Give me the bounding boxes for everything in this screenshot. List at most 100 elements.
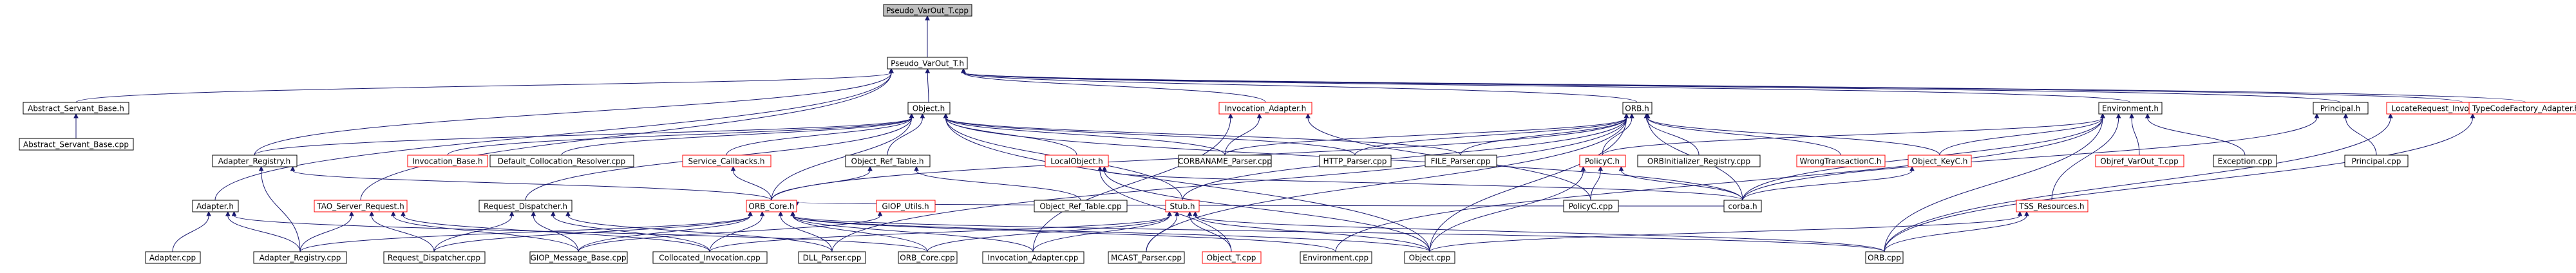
node-pseudo-varout-t-h[interactable]: Pseudo_VarOut_T.h bbox=[887, 57, 968, 70]
edge-service-callbacks-h-to-object-h bbox=[726, 113, 914, 156]
node-tss-resources-h[interactable]: TSS_Resources.h bbox=[2016, 200, 2088, 212]
node-label: ORBInitializer_Registry.cpp bbox=[1647, 157, 1750, 166]
node-label: Environment.cpp bbox=[1303, 254, 1368, 263]
node-box bbox=[1404, 251, 1455, 264]
edge-orb-cpp-to-environment-h bbox=[1884, 113, 2105, 252]
node-orbinitializer-registry-cpp[interactable]: ORBInitializer_Registry.cpp bbox=[1637, 155, 1761, 167]
node-label: Invocation_Base.h bbox=[412, 157, 482, 166]
node-invocation-adapter-h[interactable]: Invocation_Adapter.h bbox=[1218, 102, 1312, 115]
node-localobject-h[interactable]: LocalObject.h bbox=[1045, 155, 1109, 167]
node-label: CORBANAME_Parser.cpp bbox=[1178, 157, 1272, 166]
node-box bbox=[1034, 200, 1128, 212]
node-default-collocation-resolver-cpp[interactable]: Default_Collocation_Resolver.cpp bbox=[489, 155, 634, 167]
node-service-callbacks-h[interactable]: Service_Callbacks.h bbox=[682, 155, 772, 167]
node-principal-cpp[interactable]: Principal.cpp bbox=[2344, 155, 2409, 167]
node-label: GIOP_Message_Base.cpp bbox=[531, 254, 627, 263]
node-orb-cpp[interactable]: ORB.cpp bbox=[1865, 251, 1904, 264]
node-box bbox=[1045, 155, 1109, 167]
node-box bbox=[652, 251, 768, 264]
node-box bbox=[212, 155, 298, 167]
node-orb-h[interactable]: ORB.h bbox=[1622, 102, 1653, 115]
edge-giop-message-base-cpp-to-orb-core-h bbox=[578, 211, 753, 252]
node-pseudo-varout-t-cpp[interactable]: Pseudo_VarOut_T.cpp bbox=[883, 4, 972, 17]
edge-giop-message-base-cpp-to-giop-utils-h bbox=[578, 211, 883, 252]
node-giop-message-base-cpp[interactable]: GIOP_Message_Base.cpp bbox=[529, 251, 628, 264]
node-label: Object_Ref_Table.h bbox=[851, 157, 924, 166]
node-abstract-servant-base-h[interactable]: Abstract_Servant_Base.h bbox=[23, 102, 129, 115]
node-label: Adapter_Registry.h bbox=[218, 157, 290, 166]
edge-dll-parser-cpp-to-request-dispatcher-h bbox=[565, 211, 833, 252]
node-policyc-h[interactable]: PolicyC.h bbox=[1579, 155, 1626, 167]
node-corba-h[interactable]: corba.h bbox=[1723, 200, 1762, 212]
node-object-keyc-h[interactable]: Object_KeyC.h bbox=[1908, 155, 1972, 167]
node-box bbox=[907, 102, 951, 115]
node-label: Adapter.cpp bbox=[149, 254, 196, 263]
node-principal-h[interactable]: Principal.h bbox=[2313, 102, 2369, 115]
node-box bbox=[1218, 102, 1312, 115]
edge-orb-core-h-to-object-ref-table-h bbox=[771, 165, 873, 201]
node-invocation-adapter-cpp[interactable]: Invocation_Adapter.cpp bbox=[982, 251, 1084, 264]
node-box bbox=[1319, 155, 1392, 167]
node-object-h[interactable]: Object.h bbox=[907, 102, 951, 115]
node-adapter-h[interactable]: Adapter.h bbox=[192, 200, 239, 212]
node-environment-h[interactable]: Environment.h bbox=[2098, 102, 2163, 115]
node-mcast-parser-cpp[interactable]: MCAST_Parser.cpp bbox=[1108, 251, 1185, 264]
node-label: Service_Callbacks.h bbox=[688, 157, 765, 166]
edge-corbaname-parser-cpp-to-orb-h bbox=[1224, 113, 1629, 156]
edge-layer bbox=[73, 15, 2526, 252]
edge-dll-parser-cpp-to-orb-h bbox=[831, 113, 1629, 252]
node-box bbox=[529, 251, 628, 264]
node-label: Object.cpp bbox=[1409, 254, 1451, 263]
node-layer: Pseudo_VarOut_T.cppPseudo_VarOut_T.hAbst… bbox=[19, 4, 2576, 264]
node-object-ref-table-cpp[interactable]: Object_Ref_Table.cpp bbox=[1034, 200, 1128, 212]
node-wrongtransactionc-h[interactable]: WrongTransactionC.h bbox=[1796, 155, 1886, 167]
node-exception-cpp[interactable]: Exception.cpp bbox=[2213, 155, 2277, 167]
node-box bbox=[1300, 251, 1372, 264]
node-label: PolicyC.h bbox=[1585, 157, 1620, 166]
node-giop-utils-h[interactable]: GIOP_Utils.h bbox=[876, 200, 936, 212]
node-box bbox=[19, 138, 134, 151]
node-dll-parser-cpp[interactable]: DLL_Parser.cpp bbox=[798, 251, 866, 264]
node-box bbox=[1165, 200, 1200, 212]
node-adapter-cpp[interactable]: Adapter.cpp bbox=[145, 251, 201, 264]
node-label: Abstract_Servant_Base.cpp bbox=[23, 140, 129, 149]
edge-policyc-h-to-orb-h bbox=[1602, 113, 1634, 156]
node-objref-varout-t-cpp[interactable]: Objref_VarOut_T.cpp bbox=[2095, 155, 2184, 167]
edge-environment-h-to-pseudo-varout-t-h bbox=[961, 68, 2131, 103]
node-invocation-base-h[interactable]: Invocation_Base.h bbox=[407, 155, 488, 167]
node-file-parser-cpp[interactable]: FILE_Parser.cpp bbox=[1425, 155, 1497, 167]
node-label: Object_T.cpp bbox=[1207, 254, 1256, 263]
node-label: Exception.cpp bbox=[2218, 157, 2273, 166]
edge-request-dispatcher-cpp-to-tao-server-request-h bbox=[369, 211, 435, 252]
node-abstract-servant-base-cpp[interactable]: Abstract_Servant_Base.cpp bbox=[19, 138, 134, 151]
node-adapter-registry-h[interactable]: Adapter_Registry.h bbox=[212, 155, 298, 167]
node-corbaname-parser-cpp[interactable]: CORBANAME_Parser.cpp bbox=[1178, 155, 1272, 167]
node-object-t-cpp[interactable]: Object_T.cpp bbox=[1202, 251, 1262, 264]
node-collocated-invocation-cpp[interactable]: Collocated_Invocation.cpp bbox=[652, 251, 768, 264]
node-label: WrongTransactionC.h bbox=[1799, 157, 1881, 166]
node-adapter-registry-cpp[interactable]: Adapter_Registry.cpp bbox=[253, 251, 347, 264]
node-label: MCAST_Parser.cpp bbox=[1111, 254, 1182, 263]
node-label: TypeCodeFactory_Adapter.h bbox=[2472, 104, 2576, 113]
node-box bbox=[2016, 200, 2088, 212]
node-object-ref-table-h[interactable]: Object_Ref_Table.h bbox=[845, 155, 931, 167]
node-label: Request_Dispatcher.h bbox=[484, 202, 567, 211]
node-orb-core-cpp[interactable]: ORB_Core.cpp bbox=[898, 251, 958, 264]
node-tao-server-request-h[interactable]: TAO_Server_Request.h bbox=[314, 200, 408, 212]
node-object-cpp[interactable]: Object.cpp bbox=[1404, 251, 1455, 264]
node-label: Pseudo_VarOut_T.cpp bbox=[886, 6, 969, 15]
node-request-dispatcher-cpp[interactable]: Request_Dispatcher.cpp bbox=[383, 251, 486, 264]
node-orb-core-h[interactable]: ORB_Core.h bbox=[746, 200, 797, 212]
node-http-parser-cpp[interactable]: HTTP_Parser.cpp bbox=[1319, 155, 1392, 167]
node-stub-h[interactable]: Stub.h bbox=[1165, 200, 1200, 212]
node-box bbox=[407, 155, 488, 167]
node-request-dispatcher-h[interactable]: Request_Dispatcher.h bbox=[478, 200, 573, 212]
edge-orb-cpp-to-locaterequest-invocation-adapter-h bbox=[1884, 113, 2393, 252]
node-label: Pseudo_VarOut_T.h bbox=[891, 59, 964, 68]
node-policyc-cpp[interactable]: PolicyC.cpp bbox=[1563, 200, 1619, 212]
edge-object-keyc-h-to-environment-h bbox=[1939, 113, 2105, 156]
node-environment-cpp[interactable]: Environment.cpp bbox=[1300, 251, 1372, 264]
node-label: Objref_VarOut_T.cpp bbox=[2100, 157, 2179, 166]
node-typecodefactory-adapter-h[interactable]: TypeCodeFactory_Adapter.h bbox=[2468, 102, 2576, 115]
node-label: DLL_Parser.cpp bbox=[803, 254, 862, 263]
